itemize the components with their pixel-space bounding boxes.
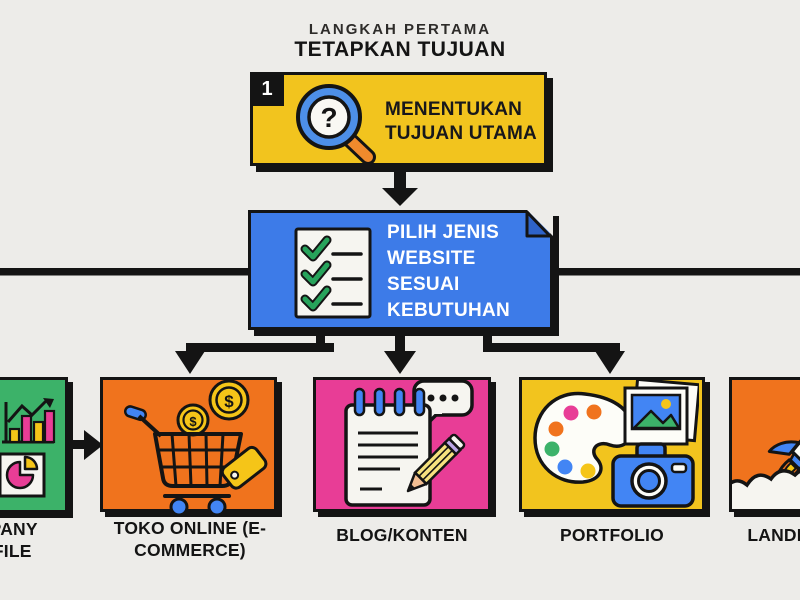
option-blog-konten-box <box>313 377 491 512</box>
option-portfolio-box <box>519 377 705 512</box>
step2-label: PILIH JENIS WEBSITE SESUAI KEBUTUHAN <box>387 222 511 321</box>
question-glyph: ? <box>320 102 337 133</box>
step-number-badge: 1 <box>250 72 284 106</box>
step1-box: 1 ? MENENTUKAN TUJUAN UTAMA <box>250 72 547 166</box>
option-toko-online-label: TOKO ONLINE (E-COMMERCE) <box>113 518 267 560</box>
connector-right <box>483 327 492 351</box>
bar-pie-chart-icon <box>0 398 56 498</box>
arrow-toko-head <box>175 351 205 374</box>
arrow-portfolio-head <box>595 351 625 374</box>
option-company-profile-box <box>0 377 68 513</box>
palette-camera-icon <box>533 380 699 508</box>
shopping-cart-icon: $ $ <box>123 379 268 517</box>
step1-label: MENENTUKAN TUJUAN UTAMA <box>385 99 537 144</box>
connector-company-toko <box>66 440 86 449</box>
dollar-glyph: $ <box>189 414 197 429</box>
option-landing-page-box <box>729 377 800 512</box>
connector-left-bar <box>186 343 334 352</box>
page-fold-icon <box>525 210 553 238</box>
connector-middle <box>395 327 405 353</box>
dollar-glyph: $ <box>224 392 234 411</box>
header-title: TETAPKAN TUJUAN <box>294 38 506 61</box>
connector-right-bar <box>483 343 620 352</box>
connector-left <box>316 327 325 351</box>
header-subtitle: LANGKAH PERTAMA <box>308 21 492 38</box>
arrow-blog-head <box>384 351 416 374</box>
rocket-icon <box>732 416 800 509</box>
option-toko-online-box: $ $ <box>100 377 277 517</box>
arrow-step1-step2 <box>394 163 406 190</box>
option-portfolio-label: PORTFOLIO <box>560 525 664 545</box>
option-company-profile-label: COMPANY PROFILE <box>0 519 38 561</box>
checklist-icon <box>294 227 372 319</box>
notepad-pencil-icon <box>344 379 474 507</box>
option-blog-konten-label: BLOG/KONTEN <box>336 525 468 545</box>
arrow-step1-step2-head <box>382 188 418 206</box>
option-landing-page-label: LANDING PAGE <box>747 525 800 545</box>
arrow-company-toko-head <box>84 430 103 460</box>
magnifier-question-icon: ? <box>296 84 376 163</box>
step2-box: PILIH JENIS WEBSITE SESUAI KEBUTUHAN <box>248 210 553 330</box>
